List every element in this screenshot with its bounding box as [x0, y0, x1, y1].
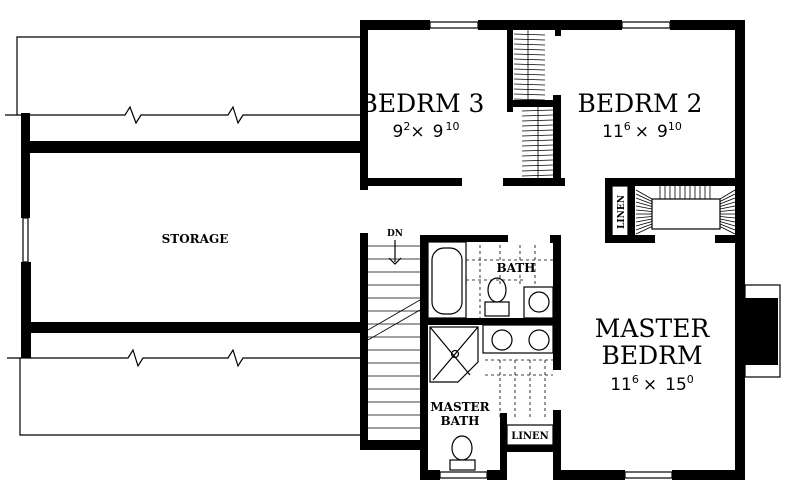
- vanity-double-sink: [482, 324, 554, 354]
- closet-rod-hatch: [513, 43, 546, 46]
- stair-tread: [719, 216, 736, 219]
- hall-stair: [635, 186, 736, 235]
- stair-tread: [719, 193, 736, 202]
- stair-tread: [719, 201, 736, 207]
- stair-tread: [719, 221, 736, 227]
- closet-rod-hatch: [521, 119, 554, 122]
- closet-rod-hatch: [513, 83, 546, 86]
- stair-tread: [635, 218, 653, 223]
- stair-tread: [719, 209, 736, 212]
- bathtub: [427, 241, 467, 319]
- storage-label: STORAGE: [162, 232, 229, 246]
- stair-tread: [635, 201, 653, 207]
- room-name-line1: MASTER: [595, 314, 711, 343]
- stair-tread: [719, 189, 736, 200]
- closet-rod-hatch: [513, 93, 546, 96]
- linen-closet-master: [506, 424, 554, 446]
- room-bedrm-2: BEDRM 2 116×910: [578, 89, 703, 142]
- storage-area: [5, 36, 362, 436]
- closet-rod-hatch: [521, 129, 554, 132]
- closet-hatch: [513, 30, 554, 178]
- closet-rod-hatch: [513, 78, 546, 81]
- walls: [360, 20, 745, 480]
- room-name: BEDRM 3: [360, 89, 485, 118]
- closet-rod-hatch: [513, 63, 546, 66]
- master-bath-label-line1: MASTER: [430, 400, 490, 414]
- down-arrow-icon: [388, 240, 402, 265]
- closet-rod-hatch: [521, 139, 554, 142]
- closet-rod-hatch: [521, 154, 554, 157]
- closet-rod-hatch: [521, 114, 554, 117]
- closet-rod-hatch: [521, 164, 554, 167]
- stair-tread: [635, 226, 653, 235]
- room-name-line2: BEDRM: [601, 341, 702, 370]
- stair-tread: [635, 189, 653, 200]
- room-dimensions: 116×910: [602, 120, 682, 142]
- stair-tread: [719, 218, 736, 223]
- closet-rod-hatch: [513, 73, 546, 76]
- room-dimensions: 116×150: [610, 373, 694, 395]
- closet-rod-hatch: [521, 149, 554, 152]
- stair-tread: [719, 205, 736, 210]
- room-name: BEDRM 2: [578, 89, 703, 118]
- shower-icon: [429, 326, 479, 383]
- stair-tread: [635, 223, 653, 231]
- closet-rod-hatch: [521, 124, 554, 127]
- closet-rod-hatch: [521, 144, 554, 147]
- master-bath-label-line2: BATH: [440, 414, 479, 428]
- room-master-bedrm: MASTER BEDRM 116×150: [595, 314, 711, 395]
- bath-label: BATH: [496, 261, 535, 275]
- closet-rod-hatch: [521, 159, 554, 162]
- stair-tread: [719, 226, 736, 235]
- stair-tread: [719, 223, 736, 231]
- linen-label-hall: LINEN: [617, 195, 627, 229]
- closet-rod-hatch: [521, 109, 554, 112]
- stair-tread: [635, 221, 653, 227]
- closet-rod-hatch: [521, 169, 554, 172]
- stair-tread: [719, 197, 736, 205]
- stair-tread: [635, 205, 653, 210]
- linen-label-master: LINEN: [511, 431, 549, 442]
- toilet-icon: [484, 277, 510, 317]
- stair-tread: [635, 209, 653, 212]
- closet-rod-hatch: [521, 134, 554, 137]
- staircase[interactable]: [367, 245, 421, 429]
- closet-rod-hatch: [513, 88, 546, 91]
- sink-icon: [523, 286, 554, 319]
- stair-tread: [635, 193, 653, 202]
- closet-rod-hatch: [513, 38, 546, 41]
- stairs-down-label: DN: [387, 229, 403, 239]
- closet-rod-hatch: [513, 48, 546, 51]
- linen-closet-hall: [611, 185, 629, 237]
- stair-tread: [635, 197, 653, 205]
- closet-rod-hatch: [513, 53, 546, 56]
- closet-rod-hatch: [521, 174, 554, 177]
- toilet-icon-master-bath: [449, 435, 476, 471]
- closet-rod-hatch: [513, 33, 546, 36]
- closet-rod-hatch: [513, 58, 546, 61]
- stair-tread: [635, 216, 653, 219]
- chimney: [744, 284, 781, 378]
- closet-rod-hatch: [513, 68, 546, 71]
- tile-floor: [466, 245, 553, 420]
- closet-rod-hatch: [513, 98, 546, 101]
